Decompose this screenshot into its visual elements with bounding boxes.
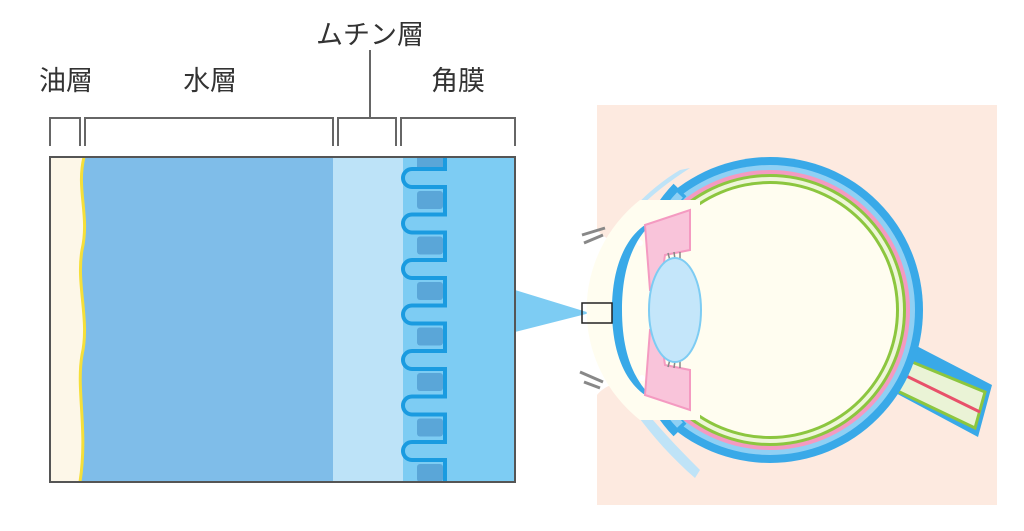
mucin-layer-region <box>333 157 403 482</box>
epithelium-cell <box>417 373 443 391</box>
bracket-cornea <box>400 117 516 146</box>
bracket-mucin <box>337 117 397 146</box>
lens <box>648 257 702 363</box>
epithelium-cell <box>417 327 443 346</box>
vitreous <box>644 184 896 436</box>
eye-illustration <box>579 105 997 505</box>
epithelium-cell <box>417 464 443 482</box>
label-mucin-layer: ムチン層 <box>316 20 424 51</box>
callout-wedge <box>515 290 590 332</box>
label-water-layer: 水層 <box>183 66 237 97</box>
bracket-water <box>84 117 334 146</box>
oil-edge <box>78 156 87 483</box>
magnified-panel <box>49 156 516 483</box>
eyelash-upper <box>581 226 606 245</box>
layer-brackets <box>49 50 516 146</box>
eyelash-lower <box>579 370 604 390</box>
epithelium-cell <box>417 282 443 300</box>
epithelium-line <box>401 157 447 482</box>
label-cornea: 角膜 <box>431 66 485 97</box>
panel-border <box>49 156 516 483</box>
epithelium-cell <box>417 191 443 209</box>
epithelium-cell <box>417 418 443 437</box>
epithelium-cell <box>417 236 443 255</box>
magnify-box <box>581 302 613 324</box>
epithelium-cell <box>417 157 443 167</box>
water-layer-region <box>80 157 333 482</box>
bracket-oil <box>49 117 81 146</box>
epithelium-cells <box>417 157 443 482</box>
label-oil-layer: 油層 <box>39 66 93 97</box>
oil-layer-region <box>50 157 85 482</box>
